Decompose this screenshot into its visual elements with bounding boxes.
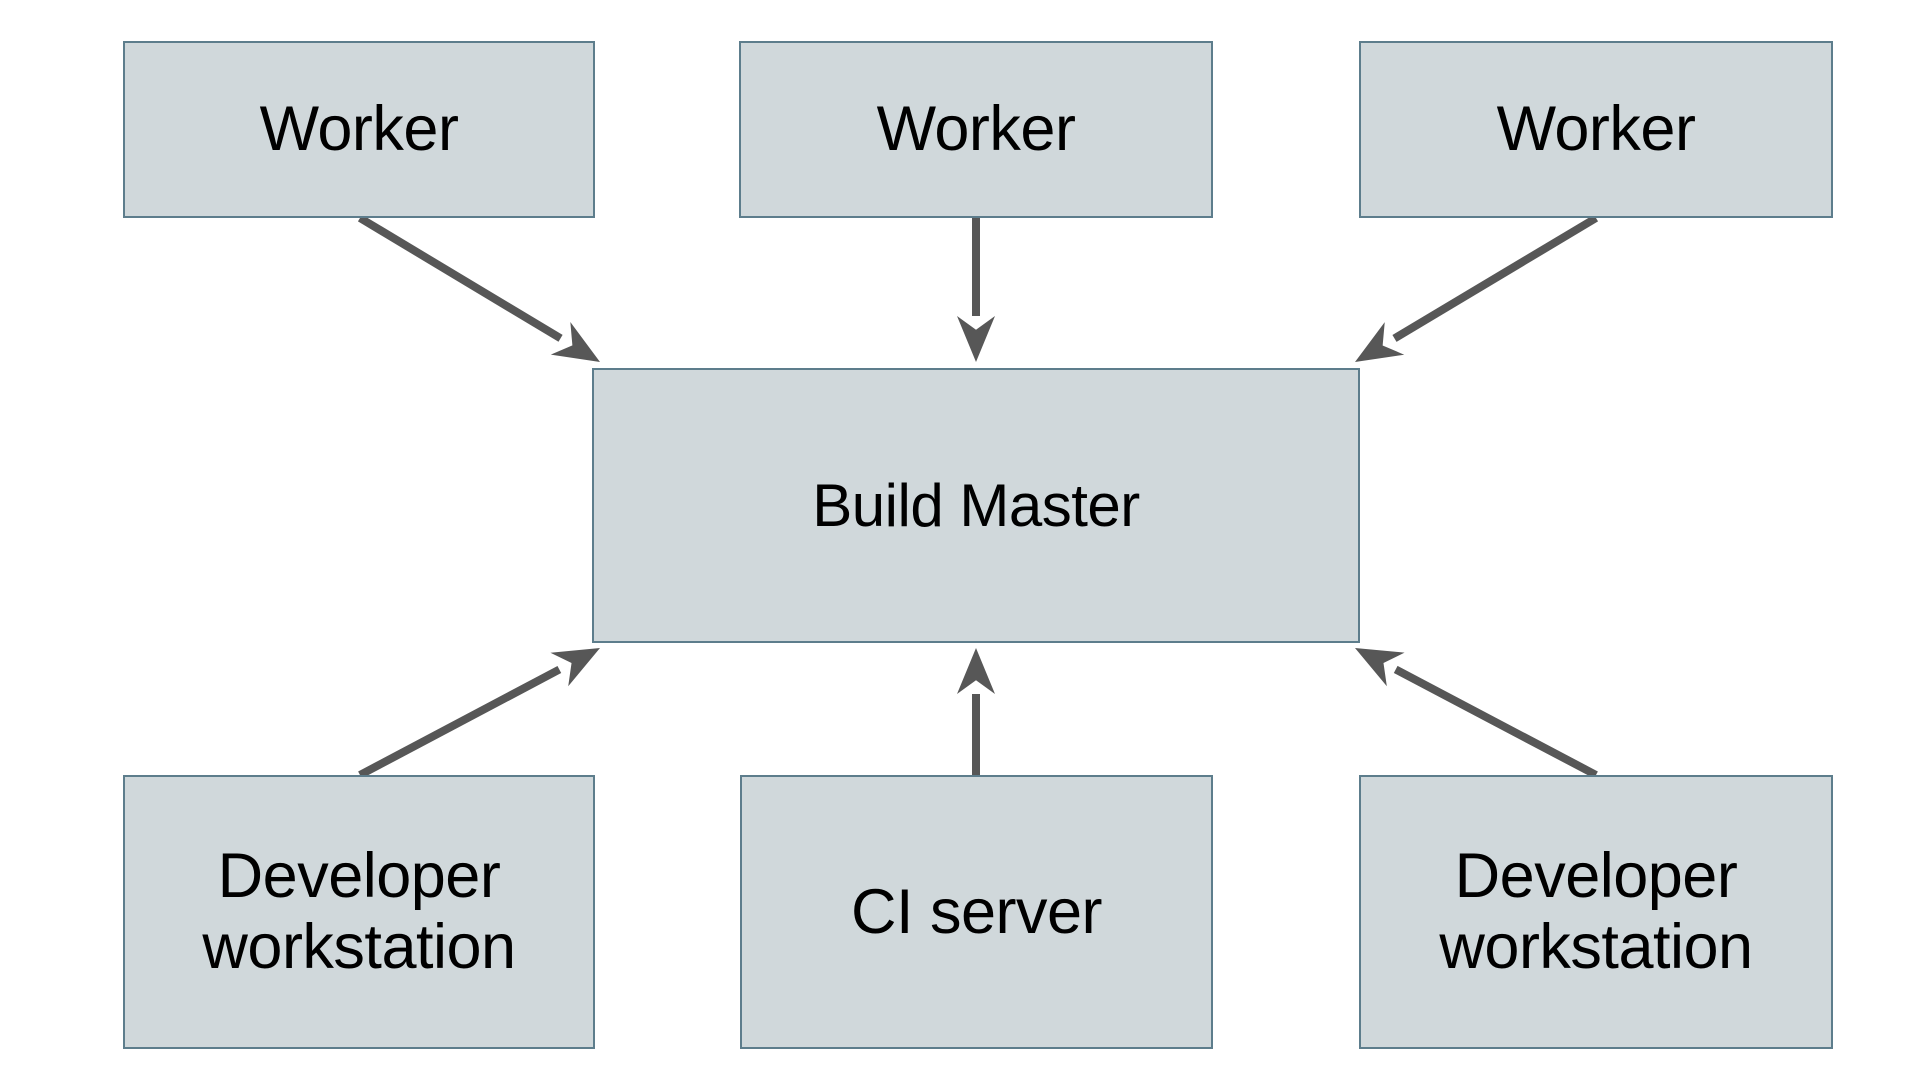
node-dev-ws-left[interactable]: Developer workstation [123, 775, 595, 1049]
node-label-worker-1: Worker [259, 94, 459, 165]
edge-devleft-to-master-shaft [358, 665, 562, 779]
edge-worker2-to-master-arrowhead [957, 316, 995, 362]
node-build-master[interactable]: Build Master [592, 368, 1360, 643]
edge-devright-to-master [1355, 648, 1598, 779]
node-label-dev-ws-right: Developer workstation [1439, 841, 1753, 982]
edge-devright-to-master-arrowhead [1355, 648, 1405, 687]
edge-devleft-to-master [358, 648, 600, 779]
edge-worker1-to-master-arrowhead [550, 322, 600, 362]
node-ci-server[interactable]: CI server [740, 775, 1213, 1049]
edge-worker3-to-master [1355, 214, 1599, 362]
node-worker-3[interactable]: Worker [1359, 41, 1833, 218]
node-label-dev-ws-left: Developer workstation [202, 841, 516, 982]
edge-devright-to-master-shaft [1393, 665, 1598, 779]
edge-worker2-to-master [957, 218, 995, 362]
edge-worker1-to-master-shaft [357, 214, 563, 342]
node-label-worker-3: Worker [1496, 94, 1696, 165]
node-label-ci-server: CI server [850, 876, 1103, 947]
edge-worker3-to-master-arrowhead [1355, 322, 1405, 362]
edge-worker3-to-master-shaft [1392, 214, 1599, 342]
node-label-worker-2: Worker [876, 94, 1076, 165]
edge-ciserver-to-master [957, 648, 995, 775]
node-label-build-master: Build Master [812, 471, 1140, 539]
edge-worker1-to-master [357, 214, 600, 362]
edge-devleft-to-master-arrowhead [550, 648, 600, 687]
node-worker-2[interactable]: Worker [739, 41, 1213, 218]
node-dev-ws-right[interactable]: Developer workstation [1359, 775, 1833, 1049]
node-worker-1[interactable]: Worker [123, 41, 595, 218]
edge-ciserver-to-master-arrowhead [957, 648, 995, 694]
